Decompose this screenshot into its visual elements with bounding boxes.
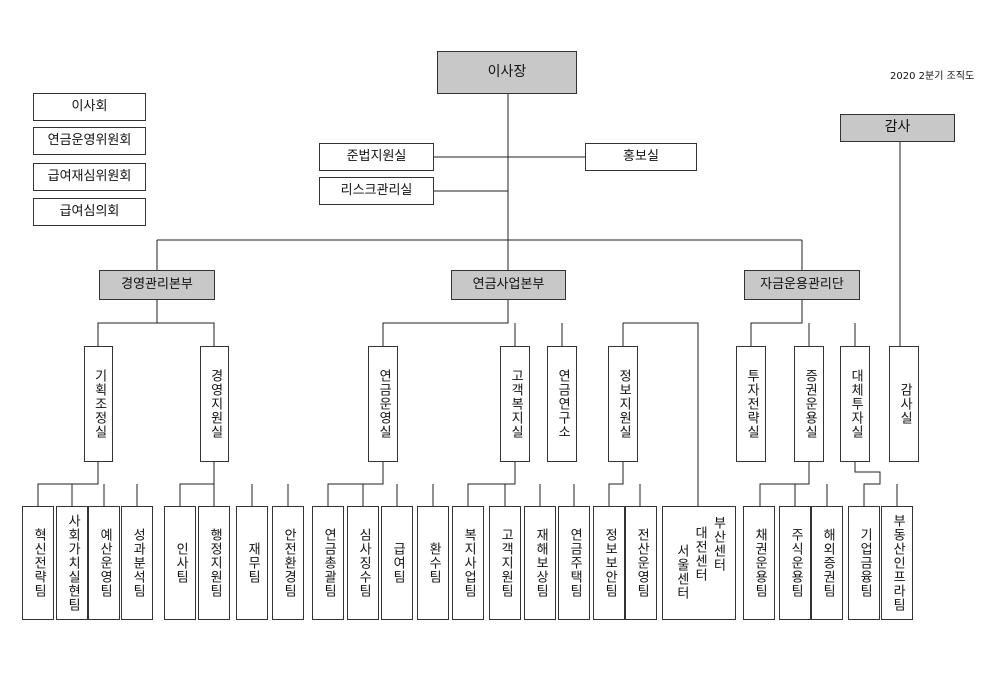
team-box: 환수팀 [417, 506, 449, 620]
team-box: 재무팀 [236, 506, 268, 620]
team-box: 고객지원팀 [489, 506, 521, 620]
connector-division-bus [156, 239, 803, 270]
connector-operation-teams [327, 462, 434, 506]
team-box: 기업금융팀 [848, 506, 880, 620]
team-box: 예산운영팀 [88, 506, 120, 620]
division-box: 경영관리본부 [99, 270, 215, 300]
risk-office-box: 리스크관리실 [319, 177, 434, 205]
connector-planning-teams [37, 462, 138, 506]
division-box: 자금운용관리단 [744, 270, 860, 300]
team-box: 채권운용팀 [743, 506, 775, 620]
committee-box: 급여재심위원회 [33, 163, 146, 191]
team-box: 부동산인프라팀 [881, 506, 913, 620]
chart-caption: 2020 2분기 조직도 [890, 71, 975, 82]
office-box: 경영지원실 [200, 346, 229, 462]
team-box: 심사징수팀 [347, 506, 379, 620]
pr-office-box: 홍보실 [585, 143, 697, 171]
committee-box: 연금운영위원회 [33, 127, 146, 155]
connector-management [97, 300, 215, 346]
office-box: 증권운용실 [794, 346, 824, 462]
compliance-office-box: 준법지원실 [319, 143, 434, 171]
regional-centers-box: 서울센터 대전센터 부산센터 [662, 506, 736, 620]
chairman-box: 이사장 [437, 51, 577, 94]
team-box: 연금주택팀 [558, 506, 590, 620]
team-box: 연금총괄팀 [312, 506, 344, 620]
team-box: 복지사업팀 [452, 506, 484, 620]
connector-pension [382, 300, 699, 506]
connector-alternative-teams [854, 462, 898, 506]
office-box: 투자전략실 [736, 346, 766, 462]
team-box: 정보보안팀 [593, 506, 625, 620]
center-label: 부산센터 [710, 516, 726, 572]
office-box: 기획조정실 [84, 346, 113, 462]
office-box: 대체투자실 [840, 346, 870, 462]
division-box: 연금사업본부 [451, 270, 566, 300]
center-label: 서울센터 [673, 544, 689, 600]
connector-support-teams [179, 462, 289, 506]
connector-fund [750, 300, 856, 346]
team-box: 전산운영팀 [625, 506, 657, 620]
office-box: 고객복지실 [500, 346, 530, 462]
team-box: 성과분석팀 [121, 506, 153, 620]
committee-box: 이사회 [33, 93, 146, 121]
office-box: 감사실 [889, 346, 919, 462]
team-box: 안전환경팀 [272, 506, 304, 620]
center-label: 대전센터 [692, 526, 708, 582]
team-box: 인사팀 [164, 506, 196, 620]
office-box: 정보지원실 [608, 346, 638, 462]
team-box: 행정지원팀 [198, 506, 230, 620]
team-box: 급여팀 [381, 506, 413, 620]
office-box: 연금운영실 [368, 346, 398, 462]
connector-welfare-teams [467, 462, 575, 506]
team-box: 재해보상팀 [524, 506, 556, 620]
office-box: 연금연구소 [547, 346, 577, 462]
connector-securities-teams [759, 462, 828, 506]
audit-box: 감사 [840, 114, 955, 142]
connector-info-teams [608, 462, 641, 506]
team-box: 사회가치실현팀 [56, 506, 88, 620]
team-box: 혁신전략팀 [22, 506, 54, 620]
committee-box: 급여심의회 [33, 198, 146, 226]
team-box: 해외증권팀 [811, 506, 843, 620]
team-box: 주식운용팀 [779, 506, 811, 620]
connector-staff [434, 156, 585, 192]
